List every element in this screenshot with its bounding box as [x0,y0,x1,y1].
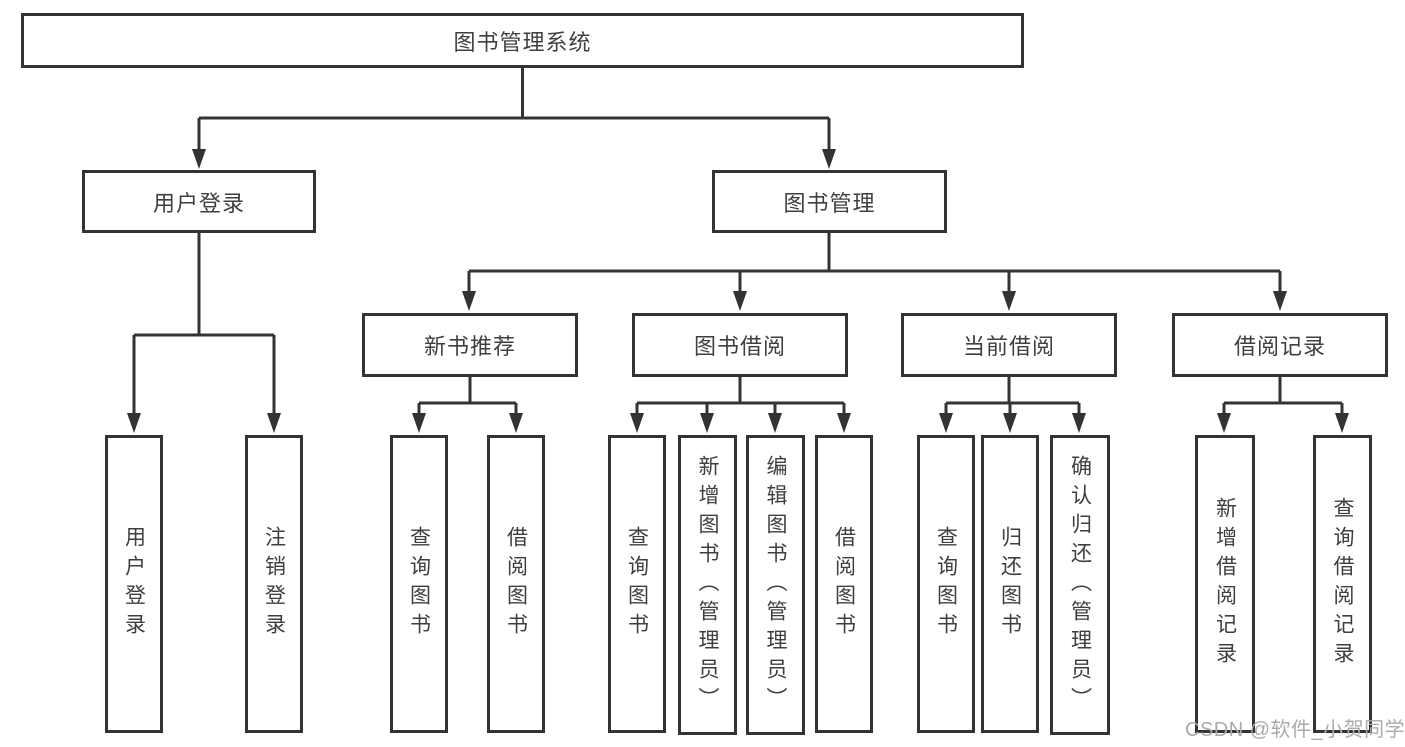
leaf-user-login: 用户登录 [105,435,163,733]
leaf-borrow-books-recommend: 借阅图书 [487,435,545,733]
leaf-query-books-borrowing: 查询图书 [608,435,666,733]
node-book-borrowing: 图书借阅 [632,313,848,377]
node-current-borrowing: 当前借阅 [901,313,1117,377]
leaf-query-books-recommend: 查询图书 [390,435,448,733]
csdn-watermark: CSDN @软件_小贺同学 [1185,719,1405,741]
node-root-library-system: 图书管理系统 [21,13,1024,68]
arrowheads [127,149,1349,433]
leaf-return-books: 归还图书 [981,435,1039,733]
leaf-query-borrow-record: 查询借阅记录 [1313,435,1372,733]
node-new-book-recommend: 新书推荐 [362,313,578,377]
node-borrowing-records: 借阅记录 [1172,313,1388,377]
node-user-login: 用户登录 [82,170,316,233]
leaf-logout: 注销登录 [245,435,303,733]
leaf-query-books-current: 查询图书 [917,435,975,733]
leaf-edit-books-admin: 编辑图书（管理员） [746,435,805,735]
leaf-add-borrow-record: 新增借阅记录 [1195,435,1255,733]
node-book-management: 图书管理 [712,170,947,233]
leaf-add-books-admin: 新增图书（管理员） [678,435,737,735]
leaf-confirm-return-admin: 确认归还（管理员） [1050,435,1110,735]
leaf-borrow-books: 借阅图书 [815,435,873,733]
